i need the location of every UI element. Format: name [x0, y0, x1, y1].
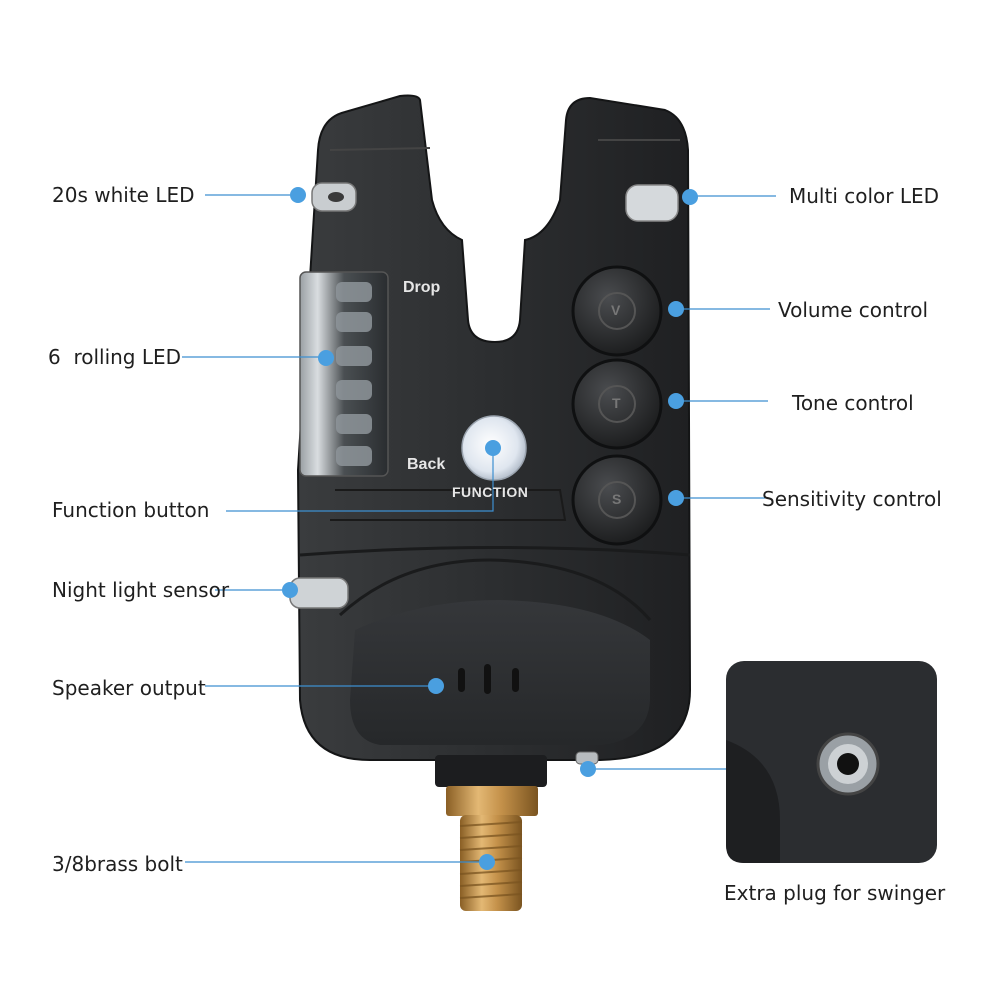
label-tone-control: Tone control [792, 391, 914, 415]
tone-button-glyph: T [612, 395, 621, 411]
rolling-led-panel [299, 271, 389, 477]
label-multi-color-led: Multi color LED [789, 184, 940, 208]
label-night-light-sensor: Night light sensor [52, 578, 230, 602]
callout-dots [282, 187, 698, 870]
control-buttons [571, 265, 663, 546]
swinger-inset [726, 661, 937, 863]
speaker-area [350, 600, 650, 745]
label-sensitivity-control: Sensitivity control [762, 487, 942, 511]
label-white-led: 20s white LED [52, 183, 195, 207]
bolt-collar [435, 755, 547, 787]
label-extra-plug: Extra plug for swinger [724, 881, 946, 905]
rolling-led-segments [336, 282, 372, 466]
function-label: FUNCTION [452, 484, 529, 500]
multi-color-led [625, 184, 679, 222]
callout-lines [182, 194, 776, 863]
label-function-button: Function button [52, 498, 210, 522]
label-speaker-output: Speaker output [52, 676, 206, 700]
drop-label: Drop [403, 279, 441, 296]
label-brass-bolt: 3/8brass bolt [52, 852, 183, 876]
back-label: Back [407, 456, 446, 473]
volume-button-glyph: V [611, 302, 621, 318]
speaker-slots [458, 664, 519, 694]
label-rolling-led: 6 rolling LED [48, 345, 182, 369]
label-volume-control: Volume control [778, 298, 929, 322]
night-sensor [289, 577, 349, 609]
sensitivity-button-glyph: S [612, 491, 622, 507]
